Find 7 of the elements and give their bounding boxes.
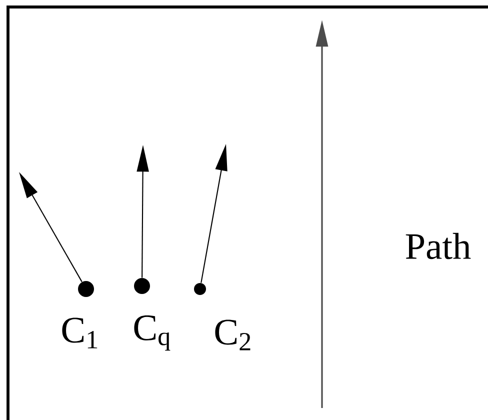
dot-label: C$_{2}$	[215, 320, 250, 350]
dot	[194, 283, 206, 295]
dot-label: C$_{1}$	[62, 318, 98, 348]
dot-label: C$_{q}$	[134, 315, 170, 351]
dot	[134, 278, 150, 294]
path-label: Path	[406, 232, 471, 260]
dot	[78, 281, 94, 297]
